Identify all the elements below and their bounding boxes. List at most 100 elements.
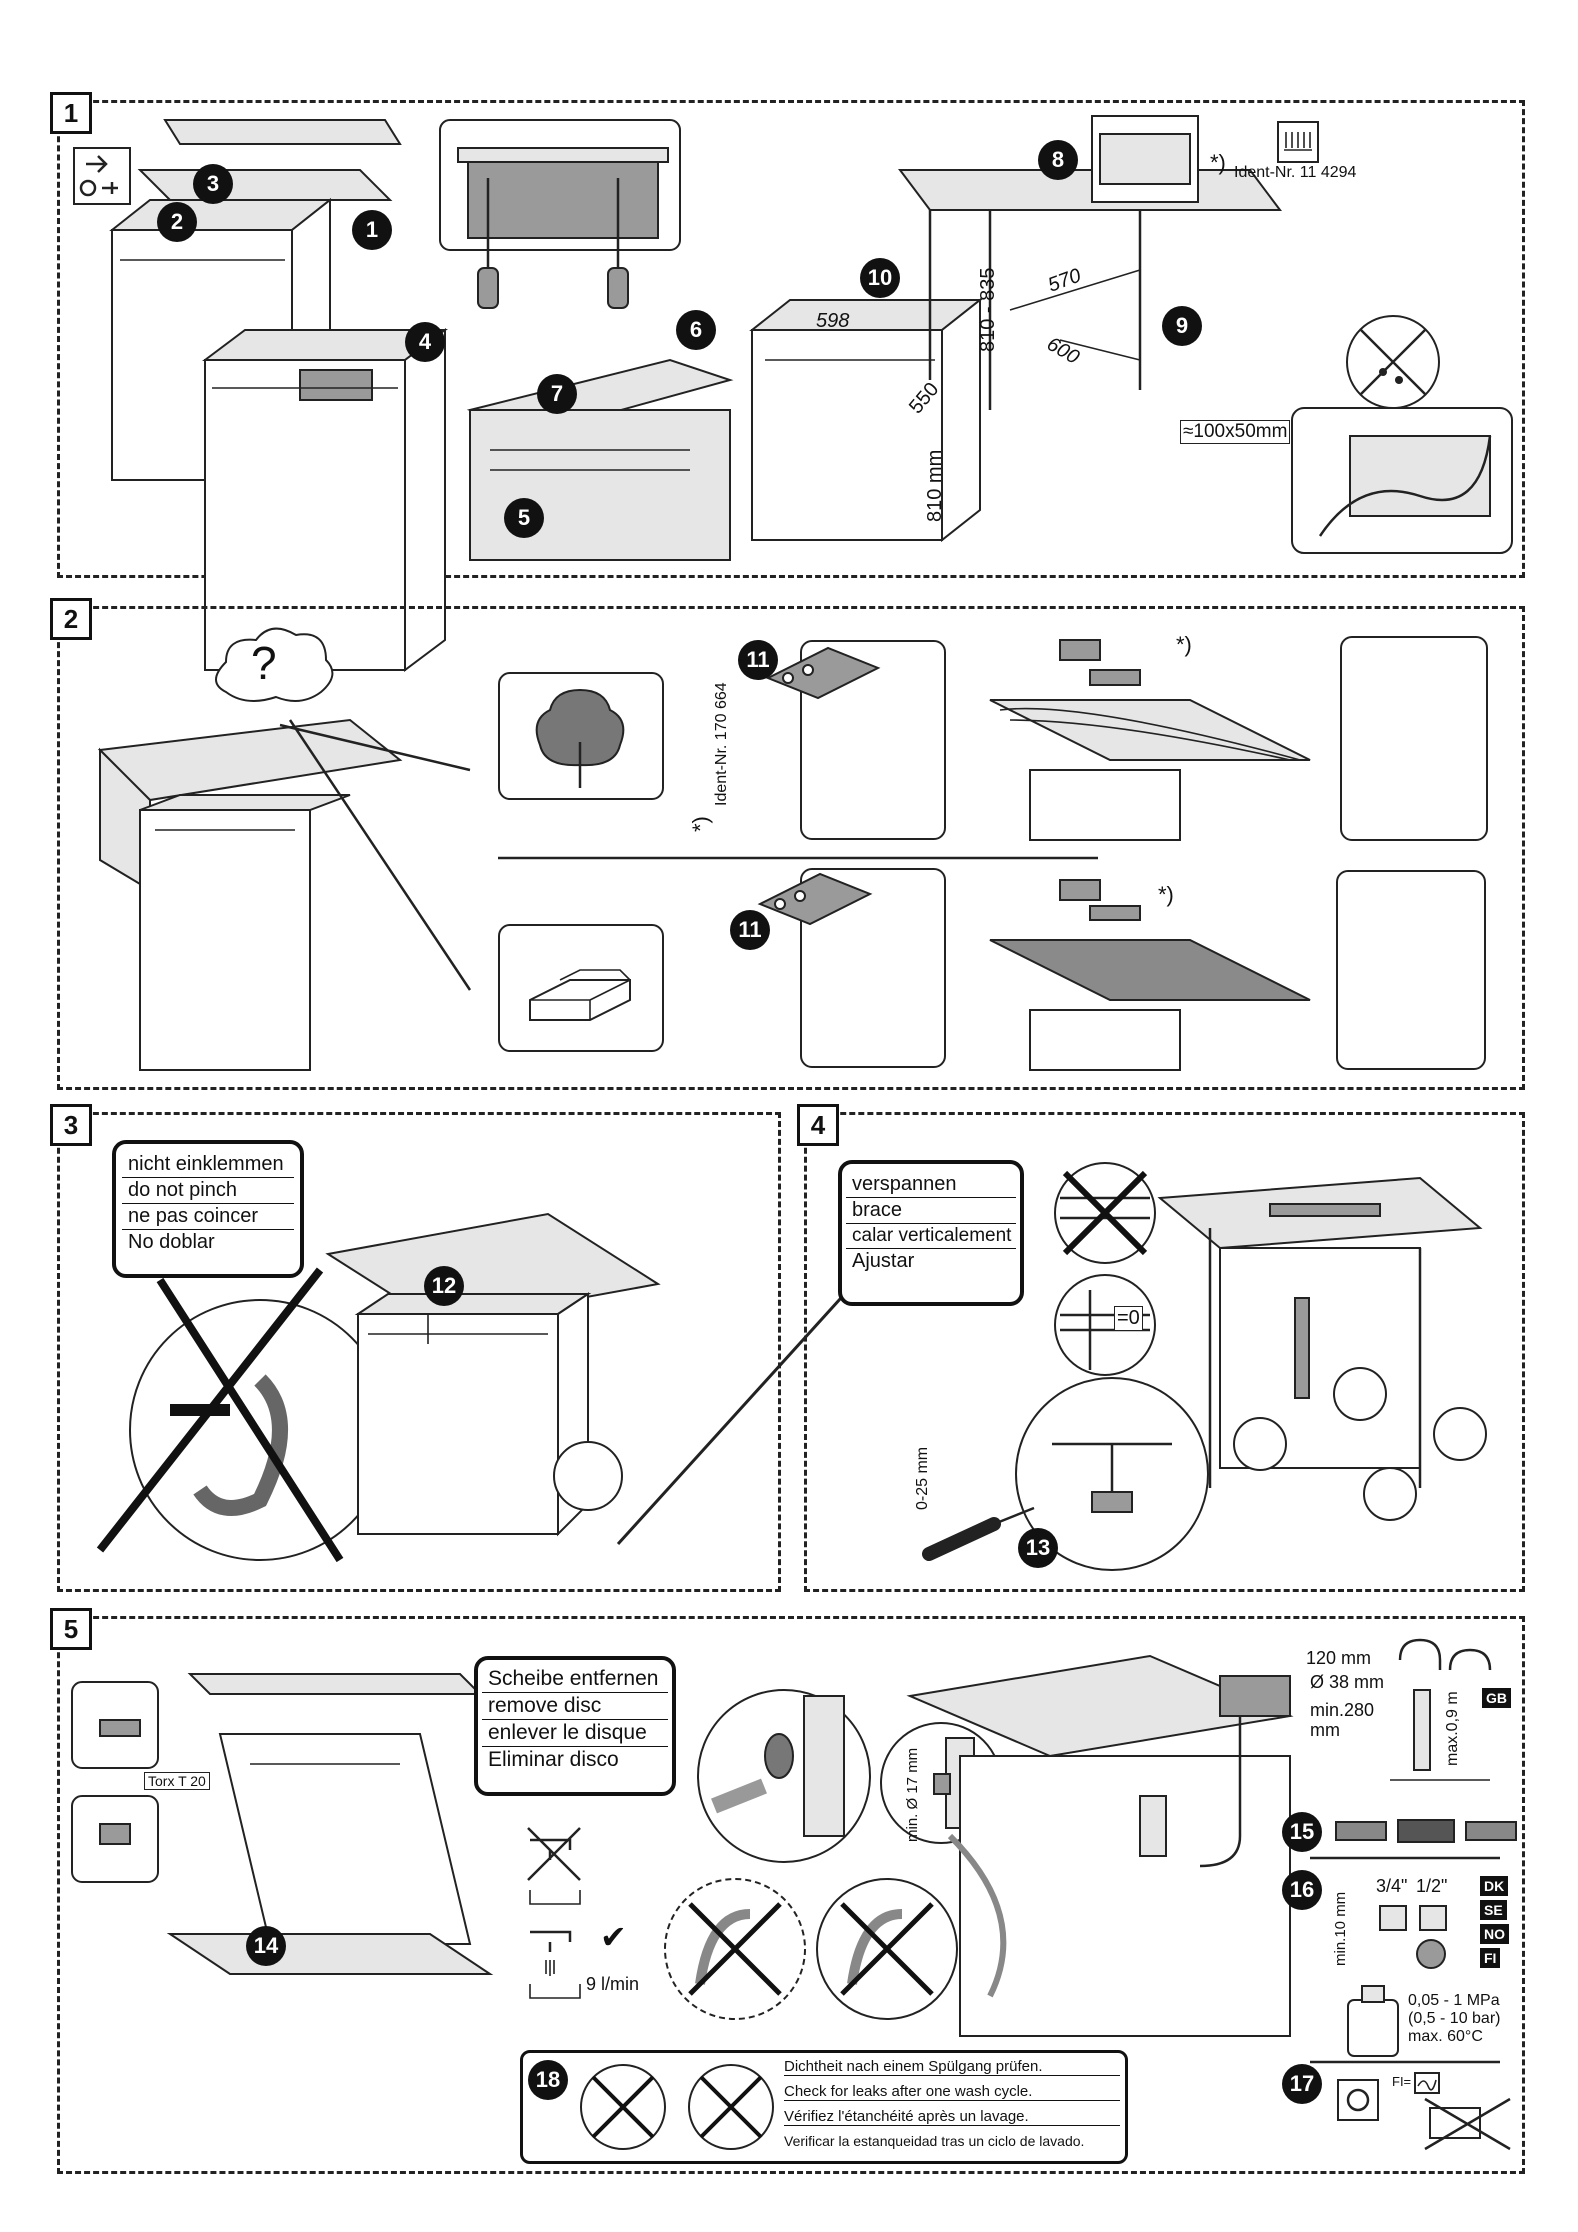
- sink-cabinet-illustration: [906, 1654, 1294, 2037]
- screw-detail-illustration: [439, 119, 681, 309]
- torx-label: Torx T 20: [144, 1772, 210, 1790]
- panel-2: [57, 606, 1525, 1090]
- screw-detail-top: [71, 1681, 159, 1769]
- step-badge-13: 13: [1018, 1528, 1058, 1568]
- thread-fittings-icon: [1379, 1905, 1447, 1969]
- step-badge-8: 8: [1038, 140, 1078, 180]
- step-badge-10: 10: [860, 258, 900, 298]
- dishwasher-illustration: [109, 119, 448, 672]
- flow-rate: 9 l/min: [586, 1974, 640, 1994]
- panel-number: 5: [50, 1608, 92, 1650]
- spec-divider-2: [1310, 2060, 1500, 2064]
- dim-598: 598: [816, 310, 850, 332]
- strip-icon: [1277, 121, 1319, 163]
- ident-number-2: Ident-Nr. 170 664: [713, 682, 730, 806]
- min-280-unit: mm: [1310, 1720, 1340, 1740]
- door-panel-illustration: [166, 1673, 494, 1975]
- tree-icon: [535, 688, 625, 788]
- question-cloud: [215, 627, 334, 702]
- step-badge-1: 1: [352, 210, 392, 250]
- dimensions-illustration: [749, 297, 983, 543]
- disc-line: Eliminar disco: [488, 1748, 619, 1771]
- power-plug-icon: [73, 147, 131, 205]
- panel-number: 4: [797, 1104, 839, 1146]
- fi-icon: [1414, 2072, 1440, 2094]
- check-mark: ✔: [600, 1919, 627, 1955]
- kitchen-counter-illustration: [97, 718, 472, 1071]
- step-badge-17: 17: [1282, 2064, 1322, 2104]
- step-badge-9: 9: [1162, 306, 1202, 346]
- pressure-mpa: 0,05 - 1 MPa: [1408, 1992, 1500, 2009]
- step-badge-5: 5: [504, 498, 544, 538]
- instruction-line: Ajustar: [852, 1250, 915, 1272]
- siphon-icon: [1390, 1638, 1492, 1781]
- leak-check-wrong-b: [688, 2064, 774, 2150]
- gap-zero-detail: [1054, 1274, 1156, 1376]
- warning-line: ne pas coincer: [122, 1204, 294, 1230]
- country-gb: GB: [1482, 1688, 1511, 1708]
- socket-icon: [1337, 2079, 1379, 2121]
- panel-4: [804, 1112, 1525, 1592]
- panel-number: 1: [50, 92, 92, 134]
- stone-counter-illustration: [989, 879, 1311, 1071]
- panel-number: 3: [50, 1104, 92, 1146]
- extension-cord-forbidden-icon: [1424, 2097, 1511, 2151]
- footnote-marker: *): [1210, 150, 1226, 175]
- min-280: min.280: [1310, 1700, 1375, 1720]
- min-10: min.10 mm: [1332, 1891, 1349, 1966]
- step-badge-16: 16: [1282, 1870, 1322, 1910]
- hose-extension-icon: [1335, 1819, 1517, 1843]
- protection-strip-detail: [1091, 115, 1199, 203]
- water-connection-detail: [1291, 407, 1513, 554]
- zero-gap-label: =0: [1114, 1306, 1143, 1331]
- leak-check-line: Verificar la estanqueidad tras un ciclo …: [784, 2133, 1085, 2149]
- step-badge-14: 14: [246, 1926, 286, 1966]
- no-steam-icon: [1346, 315, 1440, 409]
- step-badge-11a: 11: [738, 640, 778, 680]
- hose-wrong-b: [816, 1878, 958, 2020]
- footnote-bottom: *): [1158, 882, 1174, 907]
- country-dk: DK: [1480, 1876, 1509, 1896]
- bracket-detail-b: [1340, 636, 1488, 841]
- leveling-illustration: [1157, 1176, 1483, 1488]
- corner-detail-circles: [1233, 1367, 1487, 1521]
- diameter-38: Ø 38 mm: [1310, 1672, 1385, 1692]
- step-badge-6: 6: [676, 310, 716, 350]
- hose-wrong-a: [664, 1878, 806, 2020]
- thread-34: 3/4": [1376, 1876, 1408, 1896]
- country-se: SE: [1480, 1900, 1507, 1920]
- thread-12: 1/2": [1416, 1876, 1448, 1896]
- warning-line: No doblar: [128, 1231, 215, 1253]
- step-badge-4: 4: [405, 322, 445, 362]
- dim-810mm: 810 mm: [924, 449, 946, 522]
- fi-label: FI=: [1392, 2074, 1412, 2089]
- footnote-top: *): [1176, 632, 1192, 657]
- dim-hole: ≈100x50mm: [1180, 420, 1291, 444]
- footnote-ident: *): [688, 816, 713, 832]
- disc-line: remove disc: [482, 1693, 668, 1720]
- screwdriver-icon: [922, 1506, 1035, 1561]
- warning-line: nicht einklemmen: [122, 1152, 294, 1178]
- panel-3: [57, 1112, 781, 1592]
- screw-detail-bottom: [71, 1795, 159, 1883]
- remove-disc-detail: [697, 1689, 871, 1863]
- install-push-illustration: [325, 1212, 910, 1546]
- foot-adjust-detail: [1015, 1377, 1209, 1571]
- max-temp: max. 60°C: [1408, 2028, 1483, 2045]
- bracket-icon: [765, 646, 881, 700]
- warning-line: do not pinch: [122, 1178, 294, 1204]
- step-badge-2: 2: [157, 202, 197, 242]
- warning-box: nicht einklemmen do not pinch ne pas coi…: [112, 1140, 304, 1278]
- panel-number: 2: [50, 598, 92, 640]
- step-badge-12: 12: [424, 1266, 464, 1306]
- disc-line: enlever le disque: [482, 1720, 668, 1747]
- flow-icon: [529, 1930, 581, 1999]
- bracket-detail-d: [1336, 870, 1486, 1070]
- step-badge-18: 18: [528, 2060, 568, 2100]
- no-drip-icon: [527, 1827, 581, 1905]
- leak-check-line: Check for leaks after one wash cycle.: [784, 2083, 1120, 2101]
- country-no: NO: [1480, 1924, 1509, 1944]
- container-icon: [1347, 1985, 1399, 2057]
- instruction-line: calar verticalement: [846, 1224, 1016, 1249]
- leak-check-wrong-a: [580, 2064, 666, 2150]
